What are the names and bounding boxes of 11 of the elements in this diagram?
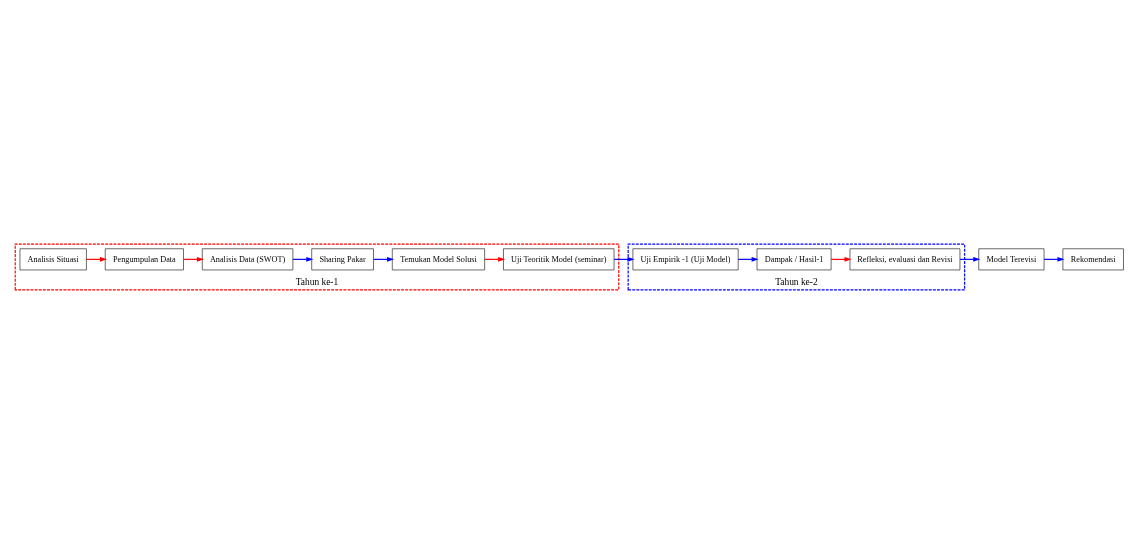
node-box: Sharing Pakar — [311, 247, 374, 270]
node-box: Uji Empirik -1 (Uji Model) — [632, 247, 739, 270]
node-box: Analisis Data (SWOT) — [202, 247, 294, 270]
node-box: Refleksi, evaluasi dan Revisi — [849, 247, 961, 270]
node-box: Temukan Model Solusi — [392, 247, 485, 270]
node-box: Uji Teoritik Model (seminar) — [503, 247, 615, 270]
node-box: Analisis Situasi — [19, 247, 87, 270]
node-box: Pengumpulan Data — [104, 247, 184, 270]
node-box: Dampak / Hasil-1 — [756, 247, 832, 270]
node-box: Model Terevisi — [978, 247, 1045, 270]
node-box: Rekomendasi — [1062, 247, 1124, 270]
